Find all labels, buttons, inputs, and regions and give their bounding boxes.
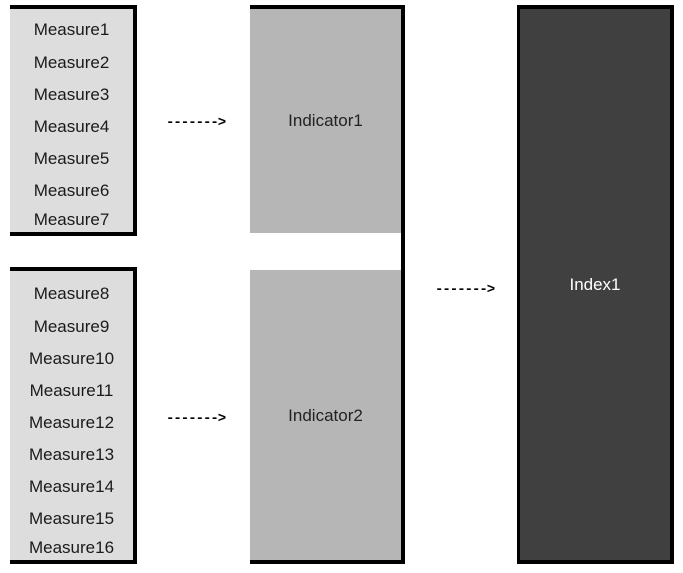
arrow-measures-to-indicator-2: -------> (166, 411, 226, 427)
measure-item: Measure11 (29, 381, 114, 400)
measure-group-2: Measure8 Measure9 Measure10 Measure11 Me… (10, 267, 137, 564)
measure-item: Measure8 (33, 284, 110, 303)
indicator-box-1: Indicator1 (250, 5, 401, 233)
measure-item: Measure13 (28, 445, 115, 464)
indicator-label: Indicator2 (288, 405, 363, 425)
indicator-bracket-line (401, 5, 405, 564)
arrow-measures-to-indicator-1: -------> (166, 115, 226, 131)
measure-item: Measure7 (33, 210, 110, 229)
arrow-indicators-to-index: -------> (435, 282, 495, 298)
measure-item: Measure3 (33, 85, 110, 104)
measure-group-1: Measure1 Measure2 Measure3 Measure4 Meas… (10, 5, 137, 236)
indicator-label: Indicator1 (288, 111, 363, 130)
measure-item: Measure9 (33, 317, 110, 336)
indicator-bottom-border (250, 560, 405, 564)
measure-item: Measure12 (28, 413, 115, 432)
index-box: Index1 (517, 5, 674, 564)
indicator-box-2: Indicator2 (250, 270, 401, 561)
measure-item: Measure16 (28, 538, 115, 557)
measure-item: Measure10 (28, 349, 115, 368)
measure-item: Measure5 (33, 149, 110, 168)
measure-list-1: Measure1 Measure2 Measure3 Measure4 Meas… (10, 9, 133, 232)
measure-item: Measure2 (33, 53, 110, 72)
measure-item: Measure4 (33, 117, 110, 136)
measure-list-2: Measure8 Measure9 Measure10 Measure11 Me… (10, 271, 133, 560)
measure-item: Measure14 (28, 477, 115, 496)
measure-item: Measure15 (28, 509, 115, 528)
index-label: Index1 (569, 275, 621, 294)
measure-item: Measure1 (33, 20, 110, 39)
measure-item: Measure6 (33, 181, 110, 200)
